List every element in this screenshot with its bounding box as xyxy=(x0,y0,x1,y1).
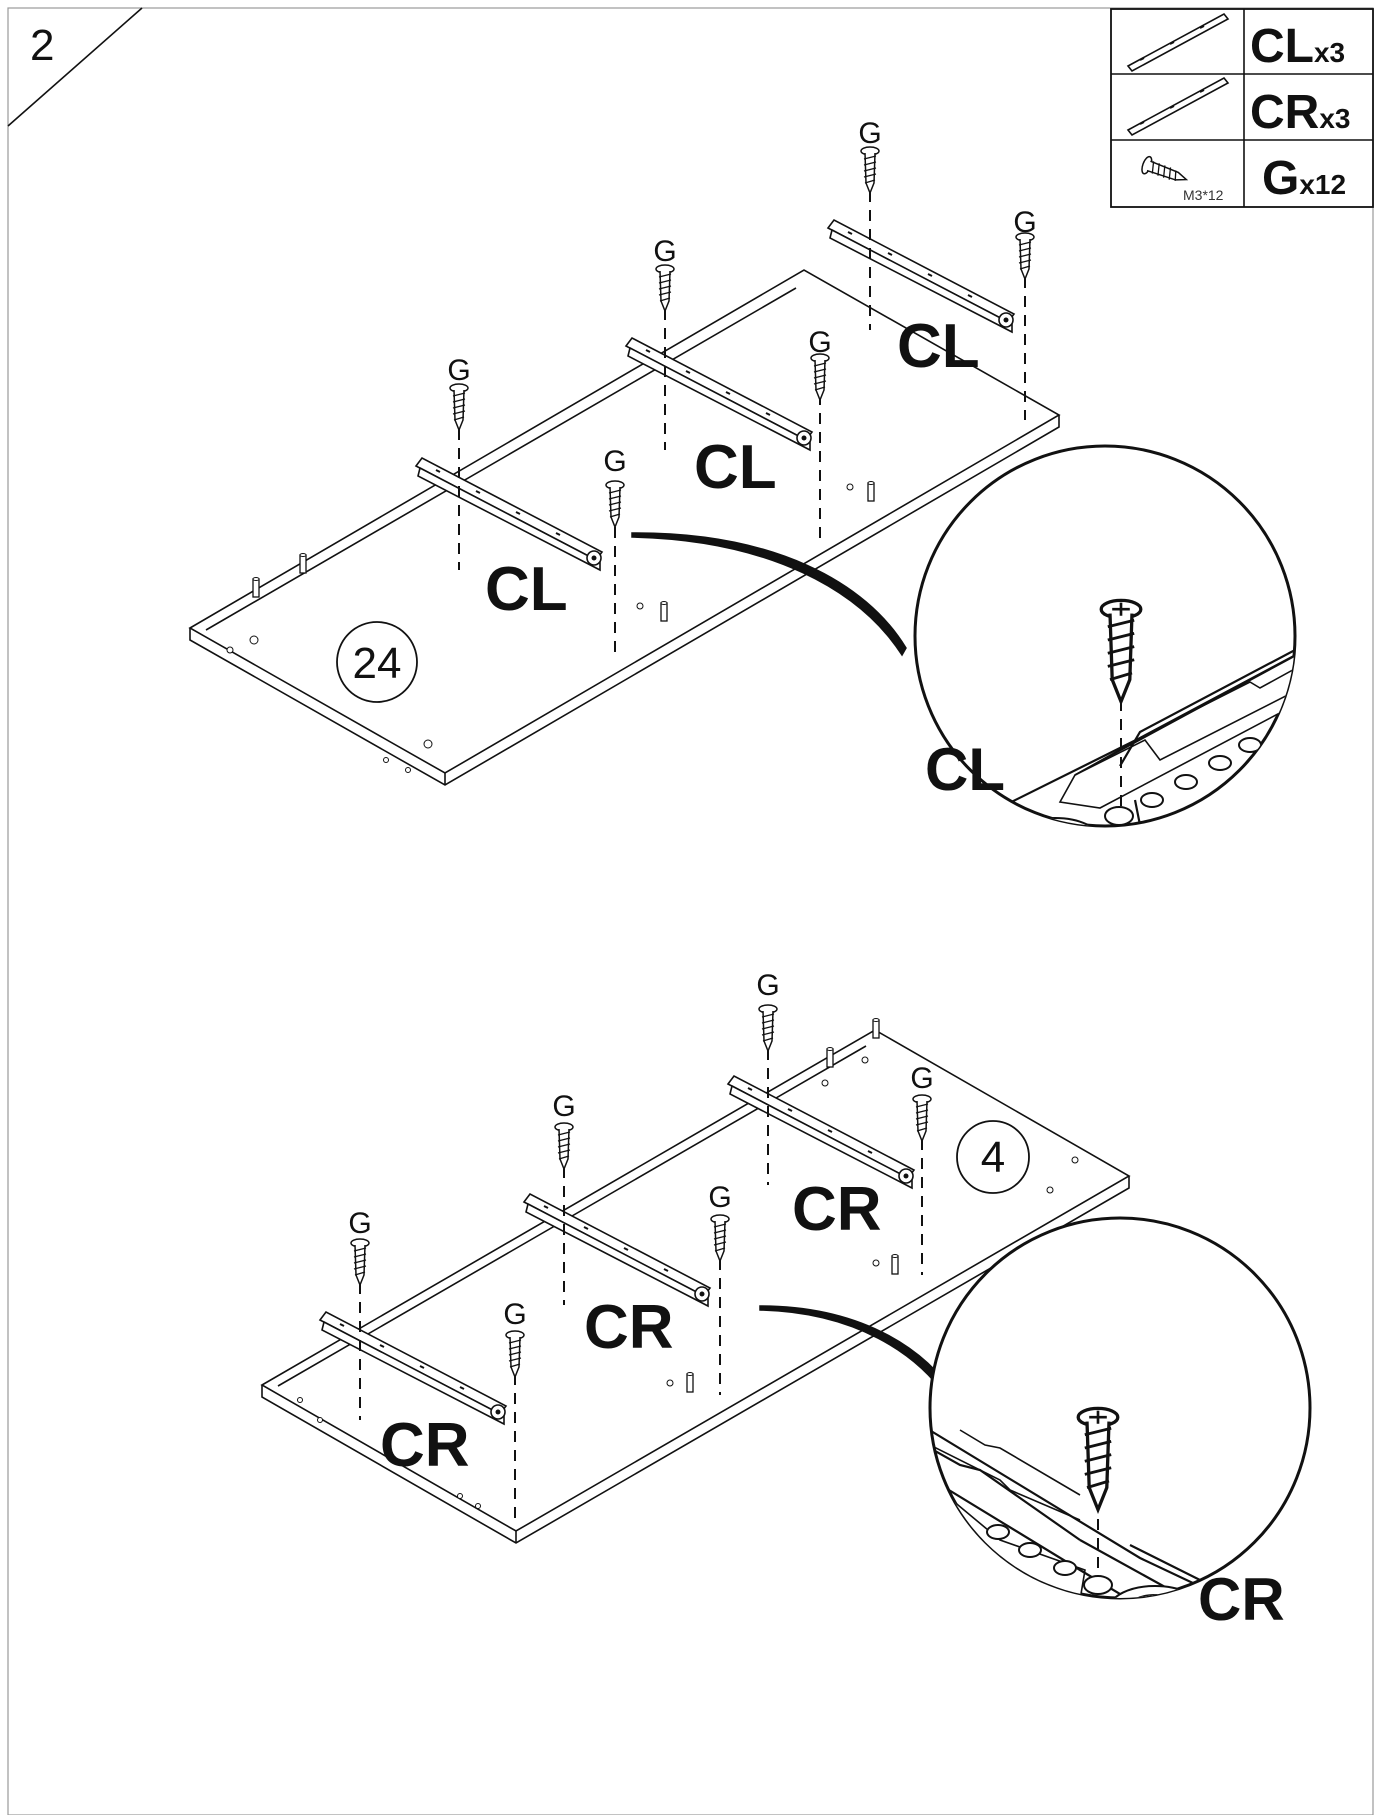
runner-label-cl: CL xyxy=(897,312,980,381)
top-assembly: 24 G G G G G G CL CL CL xyxy=(188,117,1061,786)
screw-label: G xyxy=(348,1207,371,1240)
part-code-g: Gx12 xyxy=(1262,152,1346,205)
screw-size: M3*12 xyxy=(1183,187,1224,203)
zoom-label-cr: CR xyxy=(1198,1566,1285,1633)
svg-text:24: 24 xyxy=(353,639,402,688)
screw-g xyxy=(655,264,675,312)
screw-label: G xyxy=(910,1062,933,1095)
part-code-cr: CRx3 xyxy=(1250,86,1350,139)
runner-label-cr: CR xyxy=(584,1293,674,1362)
runner-label-cr: CR xyxy=(792,1175,882,1244)
screw-g xyxy=(860,146,880,194)
screw-label: G xyxy=(447,354,470,387)
screw-label: G xyxy=(858,117,881,150)
runner-label-cl: CL xyxy=(694,433,777,502)
screw-label: G xyxy=(808,326,831,359)
page-frame xyxy=(7,7,1374,1815)
zoom-label-cl: CL xyxy=(925,736,1005,803)
part-code-cl: CLx3 xyxy=(1250,20,1345,73)
runner-label-cl: CL xyxy=(485,555,568,624)
screw-label: G xyxy=(708,1181,731,1214)
screw-label: G xyxy=(756,969,779,1002)
zoom-pointer xyxy=(631,532,907,657)
step-badge: 2 xyxy=(7,7,143,127)
panel-label-bottom: 4 xyxy=(956,1120,1030,1194)
screw-label: G xyxy=(653,235,676,268)
drawer-runner-right-icon xyxy=(1126,76,1230,137)
bottom-assembly: 4 G G G G G G CR CR CR xyxy=(260,969,1131,1544)
parts-table: M3*12 CLx3 CRx3 Gx12 xyxy=(1110,8,1374,208)
screw-label: G xyxy=(603,445,626,478)
runner-label-cr: CR xyxy=(380,1411,470,1480)
svg-text:4: 4 xyxy=(981,1133,1005,1182)
zoom-detail-cr: CR xyxy=(928,1216,1312,1633)
panel-label-top: 24 xyxy=(336,621,418,703)
screw-g xyxy=(554,1122,574,1170)
screw-g xyxy=(758,1004,778,1052)
screw-g xyxy=(1015,232,1035,280)
screw-label: G xyxy=(503,1298,526,1331)
step-number: 2 xyxy=(30,21,54,70)
drawer-runner-left-icon xyxy=(1126,12,1230,73)
screw-g xyxy=(350,1238,370,1286)
screw-g xyxy=(449,383,469,431)
screw-detail-icon xyxy=(1099,598,1143,704)
screw-detail-icon xyxy=(1076,1406,1120,1512)
screw-label: G xyxy=(1013,206,1036,239)
screw-label: G xyxy=(552,1090,575,1123)
zoom-detail-cl: CL xyxy=(913,444,1297,828)
